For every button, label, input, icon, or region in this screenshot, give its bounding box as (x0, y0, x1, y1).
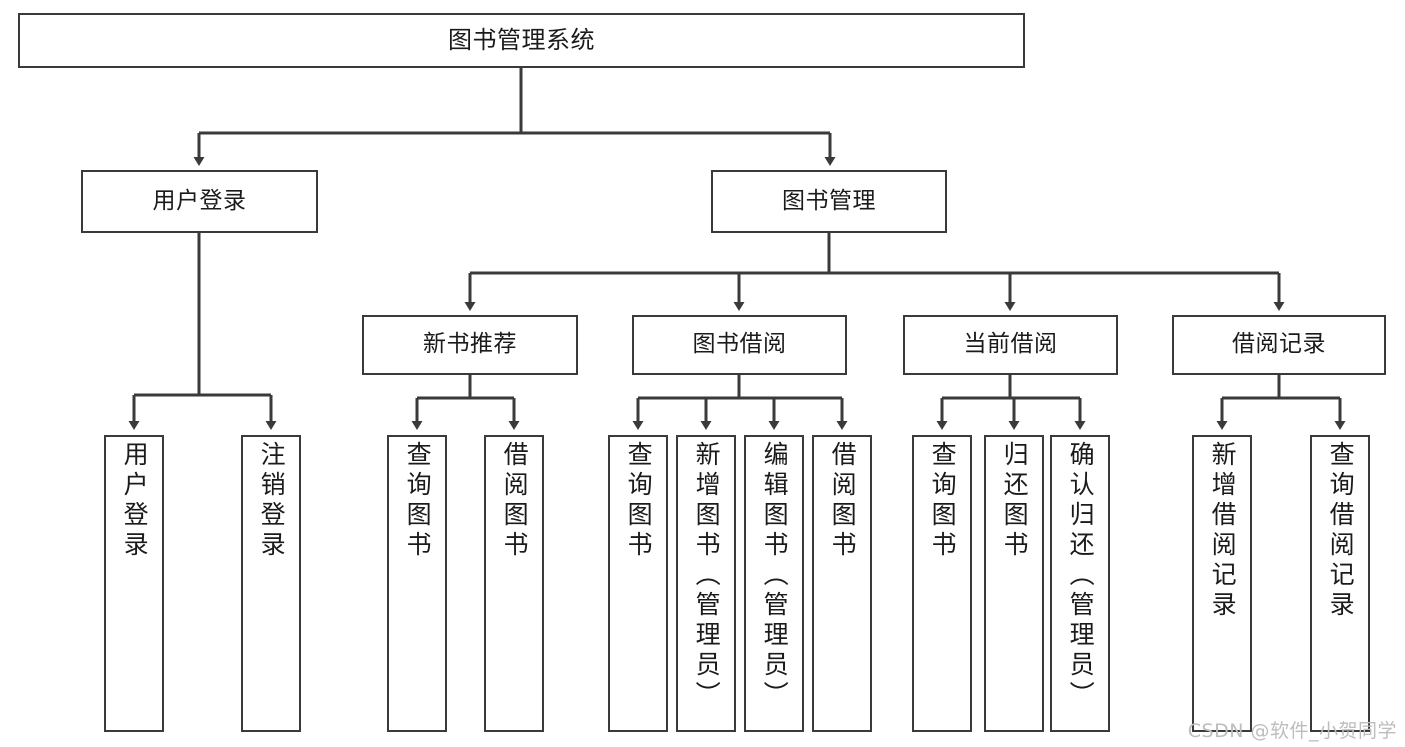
leaf-query-book-2[interactable]: 查询图书 (608, 435, 668, 732)
node-current-borrow-label: 当前借阅 (963, 331, 1058, 358)
leaf-query-book-1[interactable]: 查询图书 (387, 435, 447, 732)
leaf-query-book-3[interactable]: 查询图书 (912, 435, 972, 732)
leaf-borrow-book-1[interactable]: 借阅图书 (484, 435, 544, 732)
leaf-borrow-book-2[interactable]: 借阅图书 (812, 435, 872, 732)
leaf-add-record-label: 新增借阅记录 (1208, 441, 1238, 621)
leaf-query-book-1-label: 查询图书 (403, 441, 433, 561)
leaf-confirm-return-label: 确认归还（管理员） (1066, 441, 1096, 711)
leaf-borrow-book-1-label: 借阅图书 (500, 441, 530, 561)
leaf-add-book-label: 新增图书（管理员） (692, 441, 722, 711)
node-root[interactable]: 图书管理系统 (18, 13, 1025, 68)
leaf-user-login[interactable]: 用户登录 (104, 435, 164, 732)
leaf-query-book-3-label: 查询图书 (928, 441, 958, 561)
leaf-edit-book[interactable]: 编辑图书（管理员） (744, 435, 804, 732)
leaf-return-book[interactable]: 归还图书 (984, 435, 1044, 732)
leaf-edit-book-label: 编辑图书（管理员） (760, 441, 790, 711)
csdn-watermark: CSDN @软件_小贺同学 (1187, 720, 1397, 742)
node-new-book-recommend-label: 新书推荐 (423, 331, 517, 358)
node-user-login[interactable]: 用户登录 (81, 170, 318, 233)
node-current-borrow[interactable]: 当前借阅 (903, 315, 1118, 375)
node-new-book-recommend[interactable]: 新书推荐 (362, 315, 578, 375)
leaf-query-book-2-label: 查询图书 (624, 441, 654, 561)
node-borrow-record-label: 借阅记录 (1232, 331, 1326, 358)
leaf-confirm-return[interactable]: 确认归还（管理员） (1050, 435, 1110, 732)
leaf-query-record-label: 查询借阅记录 (1326, 441, 1356, 621)
node-book-borrow[interactable]: 图书借阅 (632, 315, 847, 375)
leaf-logout[interactable]: 注销登录 (241, 435, 301, 732)
leaf-logout-label: 注销登录 (257, 441, 287, 561)
leaf-user-login-label: 用户登录 (120, 441, 150, 561)
leaf-return-book-label: 归还图书 (1000, 441, 1030, 561)
node-user-login-label: 用户登录 (152, 187, 247, 214)
node-book-manage[interactable]: 图书管理 (711, 170, 947, 233)
leaf-query-record[interactable]: 查询借阅记录 (1310, 435, 1370, 732)
node-root-label: 图书管理系统 (448, 26, 595, 55)
node-book-borrow-label: 图书借阅 (692, 331, 787, 358)
leaf-add-record[interactable]: 新增借阅记录 (1192, 435, 1252, 732)
leaf-add-book[interactable]: 新增图书（管理员） (676, 435, 736, 732)
leaf-borrow-book-2-label: 借阅图书 (828, 441, 858, 561)
node-borrow-record[interactable]: 借阅记录 (1172, 315, 1386, 375)
node-book-manage-label: 图书管理 (782, 187, 876, 214)
